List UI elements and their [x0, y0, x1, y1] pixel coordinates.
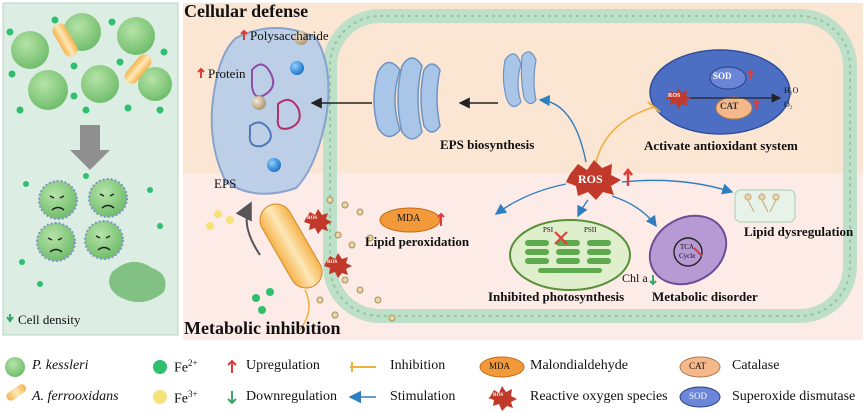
ros-star-bacterium-1 — [304, 209, 332, 234]
thylakoid-stacks — [525, 240, 611, 273]
h2o-text: H₂O — [784, 86, 799, 95]
legend-downregulation: Downregulation — [246, 389, 337, 404]
activate-antioxidant-label: Activate antioxidant system — [644, 138, 798, 153]
cat-text: CAT — [720, 101, 739, 111]
photosynthesis-block-icon — [554, 231, 568, 245]
sod-text: SOD — [713, 71, 732, 81]
ros-center-text: ROS — [578, 172, 603, 186]
legend-sod-text: SOD — [689, 391, 708, 401]
psii-text: PSII — [584, 226, 597, 234]
cat-badge — [715, 96, 753, 120]
legend-mda-text: MDA — [489, 361, 511, 371]
arrow-ros-mda — [494, 183, 567, 215]
legend-cat-badge — [679, 356, 721, 378]
sod-badge — [709, 66, 747, 90]
ros-center-star — [566, 160, 621, 200]
cat-up-icon — [753, 99, 761, 110]
o2-text: O₂ — [784, 100, 793, 109]
protein-label: Protein — [208, 66, 246, 81]
lipid-dysregulation-label: Lipid dysregulation — [744, 224, 854, 239]
legend-cat-text: CAT — [689, 361, 707, 371]
legend-catalase: Catalase — [732, 358, 780, 373]
fe3-released — [206, 210, 234, 230]
polysaccharide-up-icon — [240, 29, 248, 40]
legend-down-icon — [227, 391, 237, 405]
lipid-scatter — [316, 196, 396, 322]
cell-density-down-icon — [6, 314, 14, 323]
section-title-metabolic-inhibition: Metabolic inhibition — [184, 318, 341, 338]
lipid-bilayer-icon — [744, 193, 780, 213]
legend-mda-badge — [479, 356, 525, 378]
legend-inhibition: Inhibition — [390, 358, 446, 373]
cell-density-label: Cell density — [18, 312, 81, 327]
down-arrow-icon — [70, 125, 110, 170]
chl-a-label: Chl a — [622, 271, 648, 285]
arrow-ros-metabolic — [611, 195, 657, 228]
inhibited-photosynthesis-label: Inhibited photosynthesis — [488, 289, 625, 304]
bacterium — [259, 203, 323, 289]
arrow-fe-release — [235, 201, 261, 256]
mda-up-icon — [437, 212, 445, 226]
antioxidant-cell — [649, 49, 791, 135]
legend-superoxide-dismutase: Superoxide dismutase — [732, 389, 856, 404]
fe2-released — [252, 288, 274, 314]
fe2-dots-bottom — [19, 173, 163, 287]
ros-up-icon — [623, 167, 633, 186]
cycle-text: Cycle — [679, 252, 696, 260]
golgi-small — [502, 51, 537, 108]
ros-star-bacterium-2 — [324, 253, 352, 278]
legend-bacterium-icon — [6, 384, 27, 401]
legend-fe2-icon — [153, 360, 167, 374]
tca-block-icon — [693, 247, 703, 257]
legend-a-ferrooxidans: A. ferrooxidans — [32, 389, 119, 404]
legend-p-kessleri: P. kessleri — [32, 358, 89, 373]
algae-stressed-cluster — [36, 178, 166, 303]
legend-ros-badge — [488, 386, 517, 411]
legend-ros-text: ROS — [493, 393, 504, 398]
ros-bacterium-1-text: ROS — [307, 216, 318, 221]
tca-cycle-ring — [673, 237, 703, 267]
golgi-large — [373, 57, 441, 140]
arrow-ros-eps — [538, 94, 587, 163]
sod-up-icon — [746, 69, 754, 80]
eps-biosynthesis-label: EPS biosynthesis — [440, 137, 535, 152]
legend-reactive-oxygen-species: Reactive oxygen species — [530, 389, 668, 404]
legend-algae-icon — [5, 357, 25, 377]
fe2-dots-top — [6, 16, 168, 114]
arrow-ros-lipid — [621, 179, 734, 195]
ros-bacterium-2-text: ROS — [327, 260, 338, 265]
ros-small-text: ROS — [668, 93, 681, 99]
flagellum — [299, 289, 310, 331]
eps-label: EPS — [214, 176, 237, 191]
section-title-cellular-defense: Cellular defense — [184, 1, 309, 21]
lipid-peroxidation-label: Lipid peroxidation — [365, 234, 470, 249]
protein-up-icon — [197, 67, 205, 78]
legend-fe3-icon — [153, 390, 167, 404]
legend-upregulation: Upregulation — [246, 358, 320, 373]
legend-sod-badge — [679, 386, 721, 408]
arrow-ros-photo — [577, 199, 589, 218]
psi-text: PSI — [543, 226, 554, 234]
inhibition-ros-antioxidant — [595, 106, 655, 163]
mda-text: MDA — [397, 213, 421, 224]
inhibition-bar — [647, 101, 661, 113]
metabolic-disorder-label: Metabolic disorder — [652, 289, 758, 304]
tca-text: TCA — [680, 243, 694, 251]
eps-cell — [210, 27, 330, 195]
cell-membrane-beads — [329, 15, 851, 317]
legend-stimulation: Stimulation — [390, 389, 456, 404]
algae-healthy-cluster — [11, 13, 172, 110]
legend-fe2: Fe2+ — [174, 358, 198, 376]
mitochondrion — [648, 214, 728, 286]
chl-a-down-icon — [649, 275, 657, 286]
legend-fe3: Fe3+ — [174, 389, 198, 407]
polysaccharide-label: Polysaccharide — [250, 28, 329, 43]
legend-malondialdehyde: Malondialdehyde — [530, 358, 628, 373]
legend-up-icon — [227, 359, 237, 373]
ros-small-star — [666, 88, 692, 109]
